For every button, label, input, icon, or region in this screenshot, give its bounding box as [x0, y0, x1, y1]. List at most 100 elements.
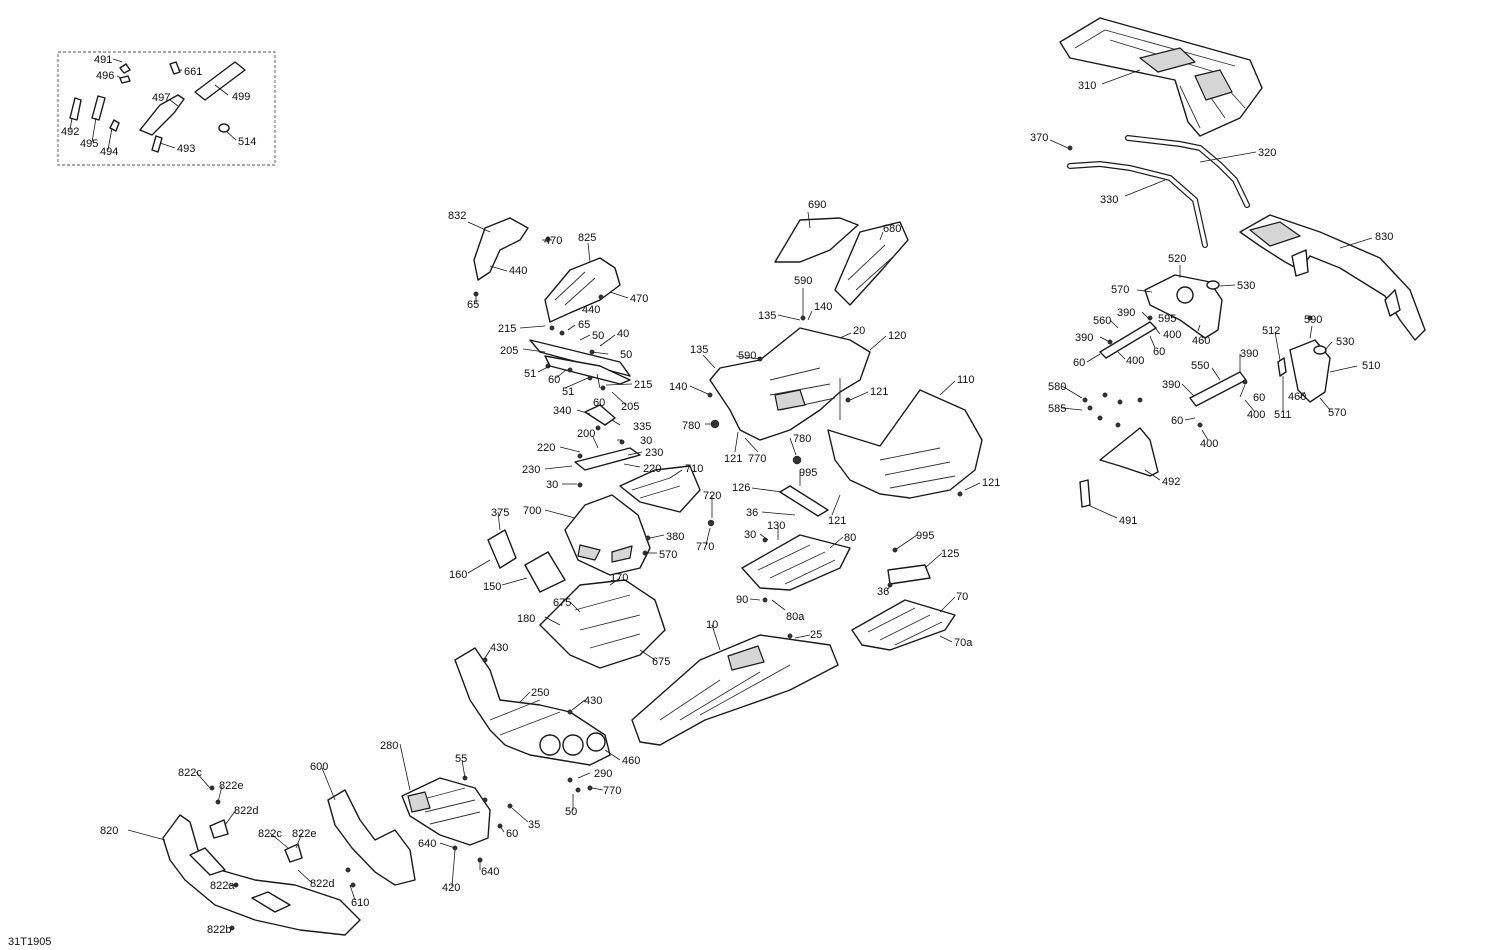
callout-470b: 470 — [630, 293, 648, 305]
headlight-shroud-700 — [487, 494, 651, 593]
callout-390c: 390 — [1240, 348, 1258, 360]
callout-530: 530 — [1237, 280, 1255, 292]
leader-lines — [69, 58, 1373, 929]
callout-215b: 215 — [634, 379, 652, 391]
callout-400b: 400 — [1126, 355, 1144, 367]
right-brackets — [1079, 274, 1331, 508]
callout-770b: 770 — [696, 541, 714, 553]
callout-130: 130 — [767, 520, 785, 532]
hardware-fasteners — [209, 145, 1313, 931]
callout-640: 640 — [418, 838, 436, 850]
callout-310: 310 — [1078, 80, 1096, 92]
callout-375: 375 — [491, 507, 509, 519]
callout-492b: 492 — [1162, 476, 1180, 488]
center-brackets — [574, 404, 701, 513]
callout-320: 320 — [1258, 147, 1276, 159]
callout-205b: 205 — [621, 401, 639, 413]
callout-770: 770 — [748, 453, 766, 465]
callout-150: 150 — [483, 581, 501, 593]
callout-390b: 390 — [1075, 332, 1093, 344]
skid-600 — [327, 789, 416, 886]
callout-180: 180 — [517, 613, 535, 625]
callout-497: 497 — [152, 92, 170, 104]
callout-60g: 60 — [506, 828, 518, 840]
front-bumper-820 — [162, 814, 361, 936]
callout-590: 590 — [1304, 314, 1322, 326]
callout-460: 460 — [1192, 335, 1210, 347]
callout-430b: 430 — [584, 695, 602, 707]
callout-250: 250 — [531, 687, 549, 699]
callout-400: 400 — [1163, 329, 1181, 341]
callout-675: 675 — [553, 597, 571, 609]
callout-661: 661 — [184, 66, 202, 78]
callout-585: 585 — [1048, 403, 1066, 415]
callout-80a: 80a — [786, 611, 805, 623]
rear-rack-310 — [1059, 17, 1263, 137]
callout-10: 10 — [706, 619, 718, 631]
callout-822a: 822a — [210, 880, 235, 892]
callout-30c: 30 — [744, 529, 756, 541]
callout-590b: 590 — [794, 275, 812, 287]
callout-135: 135 — [758, 310, 776, 322]
callout-290: 290 — [594, 768, 612, 780]
callout-70a: 70a — [954, 637, 973, 649]
callout-822b: 822b — [207, 924, 231, 936]
callout-822e-b: 822e — [292, 828, 316, 840]
callout-822c: 822c — [178, 767, 202, 779]
callout-126: 126 — [732, 482, 750, 494]
callout-680: 680 — [883, 223, 901, 235]
callout-25: 25 — [810, 629, 822, 641]
frame-170 — [539, 579, 666, 669]
footrest-70 — [851, 599, 956, 651]
drawing-code: 31T1905 — [8, 936, 51, 948]
callout-50: 50 — [592, 330, 604, 342]
callout-491b: 491 — [1119, 515, 1137, 527]
fender-110 — [827, 389, 983, 499]
skid-plate-10 — [631, 634, 839, 746]
callout-20: 20 — [853, 325, 865, 337]
callout-675b: 675 — [652, 656, 670, 668]
left-side-pieces — [473, 217, 631, 385]
callout-40: 40 — [617, 328, 629, 340]
callout-90: 90 — [736, 594, 748, 606]
callout-496: 496 — [96, 70, 114, 82]
callout-520: 520 — [1168, 253, 1186, 265]
callout-labels: 491 496 661 499 497 492 495 494 493 514 … — [61, 54, 1393, 936]
callout-580: 580 — [1048, 381, 1066, 393]
panels-690-680 — [774, 217, 909, 306]
callout-780b: 780 — [793, 433, 811, 445]
callout-55: 55 — [455, 753, 467, 765]
callout-36b: 36 — [877, 586, 889, 598]
callout-220: 220 — [537, 442, 555, 454]
callout-60: 60 — [1153, 346, 1165, 358]
callout-50c: 50 — [565, 806, 577, 818]
callout-430: 430 — [490, 642, 508, 654]
front-fascia-250 — [454, 647, 611, 766]
callout-170: 170 — [610, 572, 628, 584]
callout-51b: 51 — [562, 386, 574, 398]
callout-135b: 135 — [690, 344, 708, 356]
callout-770c: 770 — [603, 785, 621, 797]
callout-400c: 400 — [1247, 409, 1265, 421]
callout-30b: 30 — [546, 479, 558, 491]
callout-530b: 530 — [1336, 336, 1354, 348]
callout-512: 512 — [1262, 325, 1280, 337]
callout-35: 35 — [528, 819, 540, 831]
callout-200: 200 — [577, 428, 595, 440]
callout-820: 820 — [100, 825, 118, 837]
callout-595: 595 — [1158, 313, 1176, 325]
callout-121c: 121 — [828, 515, 846, 527]
callout-822e: 822e — [219, 780, 243, 792]
rear-bumper-830 — [1239, 214, 1426, 341]
callout-110: 110 — [957, 374, 975, 386]
callout-121: 121 — [870, 386, 888, 398]
callout-215: 215 — [498, 323, 516, 335]
callout-65b: 65 — [578, 319, 590, 331]
callout-140: 140 — [814, 301, 832, 313]
callout-494: 494 — [100, 146, 118, 158]
callout-230b: 230 — [522, 464, 540, 476]
callout-390: 390 — [1117, 307, 1135, 319]
callout-610: 610 — [351, 897, 369, 909]
callout-570: 570 — [1111, 284, 1129, 296]
callout-640b: 640 — [481, 866, 499, 878]
